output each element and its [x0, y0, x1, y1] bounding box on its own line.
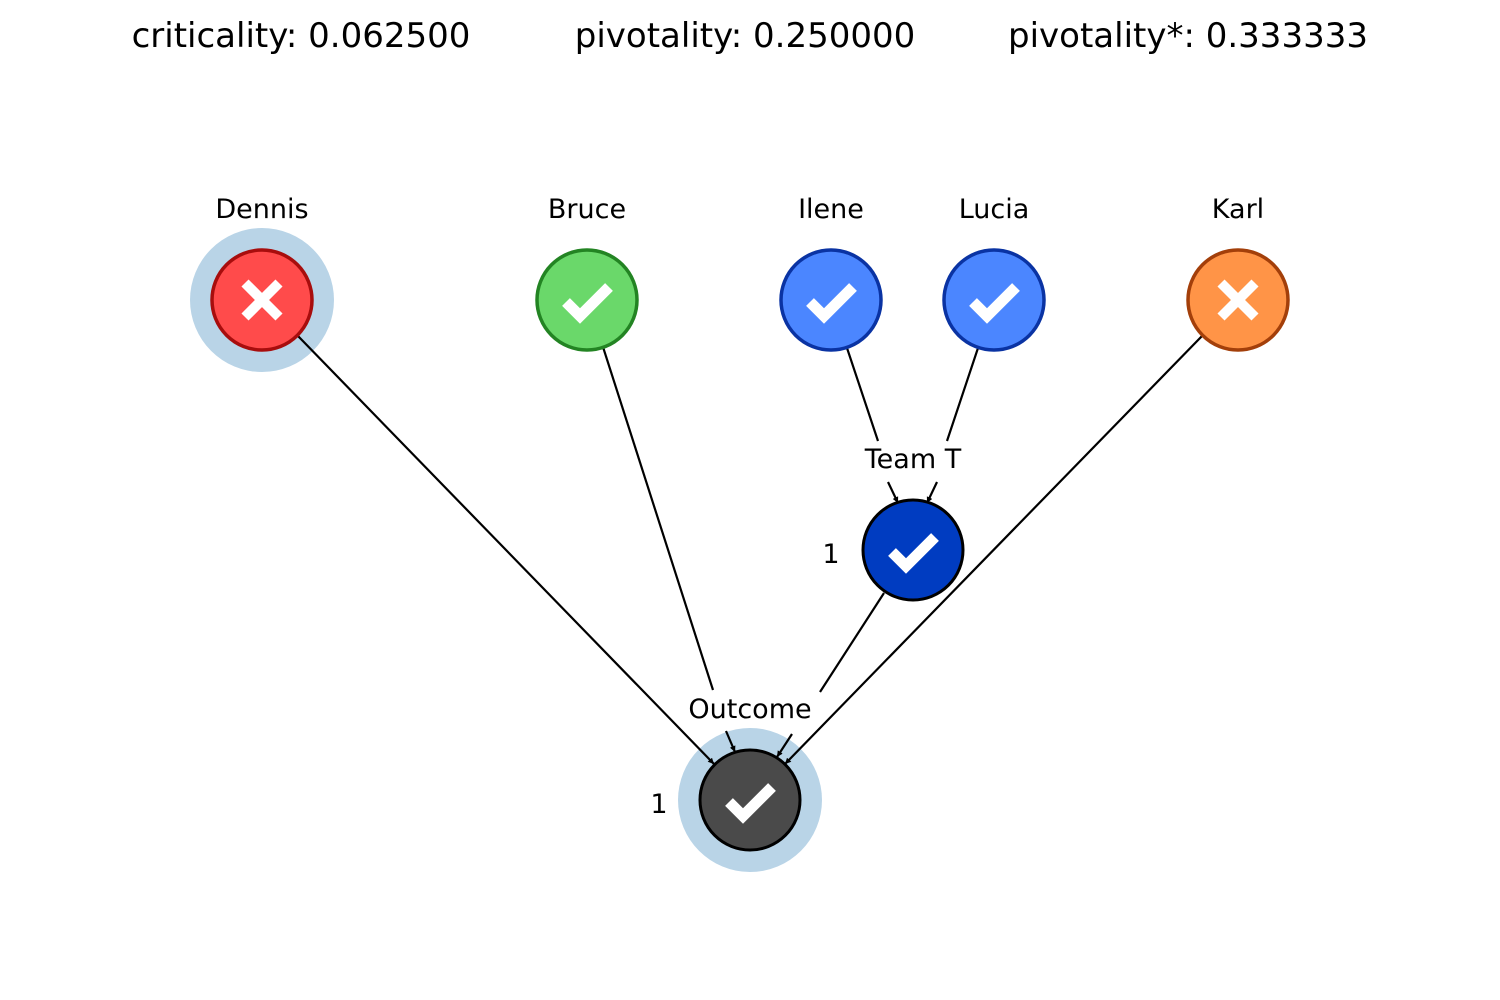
cross-icon — [1217, 279, 1259, 321]
node-label-bruce: Bruce — [548, 194, 626, 225]
node-label-ilene: Ilene — [798, 194, 864, 225]
checkmark-icon — [969, 283, 1020, 324]
edges — [297, 335, 1203, 765]
cross-icon — [241, 279, 283, 321]
edge-lucia-to-team-t-arrow — [926, 481, 938, 504]
node-lucia: Lucia — [942, 194, 1046, 352]
node-circle-lucia — [942, 248, 1046, 352]
node-circle-ilene — [779, 248, 883, 352]
checkmark-icon — [562, 283, 613, 324]
node-label-team-t: Team T — [864, 444, 962, 475]
edge-karl-to-outcome — [784, 335, 1203, 765]
node-outcome: Outcome 1 — [650, 694, 812, 852]
criticality-metric: criticality: 0.062500 — [132, 16, 471, 56]
node-circle-bruce — [535, 248, 639, 352]
node-karl: Karl — [1186, 194, 1290, 352]
node-label-outcome: Outcome — [688, 694, 811, 725]
node-team-t: Team T 1 — [822, 444, 965, 602]
checkmark-icon — [888, 533, 939, 574]
pivotality-metric: pivotality: 0.250000 — [575, 16, 915, 56]
node-circle-outcome — [698, 748, 802, 852]
checkmark-icon — [806, 283, 857, 324]
checkmark-icon — [725, 783, 776, 824]
node-label-dennis: Dennis — [215, 194, 308, 225]
node-bruce: Bruce — [535, 194, 639, 352]
threshold-label-outcome: 1 — [650, 789, 667, 820]
node-dennis: Dennis — [210, 194, 314, 352]
edge-team-t-to-outcome-arrow — [776, 733, 793, 758]
edge-team-t-to-outcome — [819, 592, 885, 693]
threshold-label-team-t: 1 — [822, 539, 839, 570]
node-label-karl: Karl — [1212, 194, 1264, 225]
edge-lucia-to-team-t — [945, 347, 980, 442]
node-ilene: Ilene — [779, 194, 883, 352]
pivotality-star-metric: pivotality*: 0.333333 — [1008, 16, 1368, 56]
edge-bruce-to-outcome — [601, 346, 715, 691]
node-label-lucia: Lucia — [959, 194, 1030, 225]
node-circle-team-t — [861, 498, 965, 602]
edge-ilene-to-team-t — [845, 347, 880, 442]
edge-dennis-to-outcome — [297, 335, 715, 765]
edge-ilene-to-team-t-arrow — [887, 481, 899, 504]
edge-bruce-to-outcome-arrow — [724, 730, 737, 753]
